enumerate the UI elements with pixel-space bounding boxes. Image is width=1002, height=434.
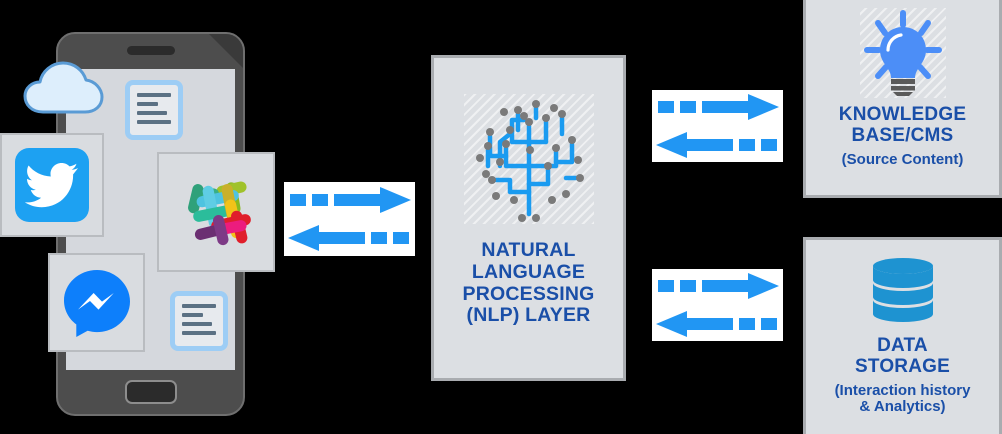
- phone-corner-bevel: [209, 34, 243, 68]
- bidirectional-dashed-arrow: [652, 90, 783, 162]
- database-icon: [867, 257, 939, 323]
- bidirectional-dashed-arrow: [284, 182, 415, 256]
- knowledge-base-subtitle: (Source Content): [841, 150, 964, 168]
- knowledge-base-title: KNOWLEDGE BASE/CMS: [838, 104, 967, 147]
- arrow-right-dashed-icon: [290, 187, 411, 213]
- nlp-title: NATURAL LANGUAGE PROCESSING (NLP) LAYER: [462, 239, 595, 327]
- app-tile-messenger[interactable]: [48, 253, 145, 352]
- slack-icon: [188, 181, 251, 246]
- phone-speaker-icon: [126, 46, 175, 55]
- phone-home-button[interactable]: [124, 380, 177, 404]
- app-tile-twitter[interactable]: [0, 133, 104, 237]
- nlp-layer-node: NATURAL LANGUAGE PROCESSING (NLP) LAYER: [431, 55, 626, 381]
- knowledge-base-node: KNOWLEDGE BASE/CMS (Source Content): [803, 0, 1002, 198]
- data-storage-node: DATA STORAGE (Interaction history & Anal…: [803, 237, 1002, 434]
- document-icon: [170, 291, 228, 351]
- cloud-icon: [22, 58, 106, 120]
- lightbulb-icon: [859, 8, 946, 98]
- arrow-left-dashed-icon: [656, 311, 777, 337]
- arrow-left-dashed-icon: [656, 132, 777, 158]
- data-storage-subtitle: (Interaction history & Analytics): [834, 381, 971, 416]
- bidirectional-dashed-arrow: [652, 269, 783, 341]
- arrow-left-dashed-icon: [288, 225, 409, 251]
- arrow-right-dashed-icon: [658, 94, 779, 120]
- circuit-brain-icon: [463, 94, 594, 224]
- app-tile-slack[interactable]: [157, 152, 275, 272]
- arrow-right-dashed-icon: [658, 273, 779, 299]
- twitter-icon: [15, 148, 89, 222]
- messenger-icon: [63, 269, 130, 337]
- document-icon: [125, 80, 183, 140]
- data-storage-title: DATA STORAGE: [854, 335, 950, 378]
